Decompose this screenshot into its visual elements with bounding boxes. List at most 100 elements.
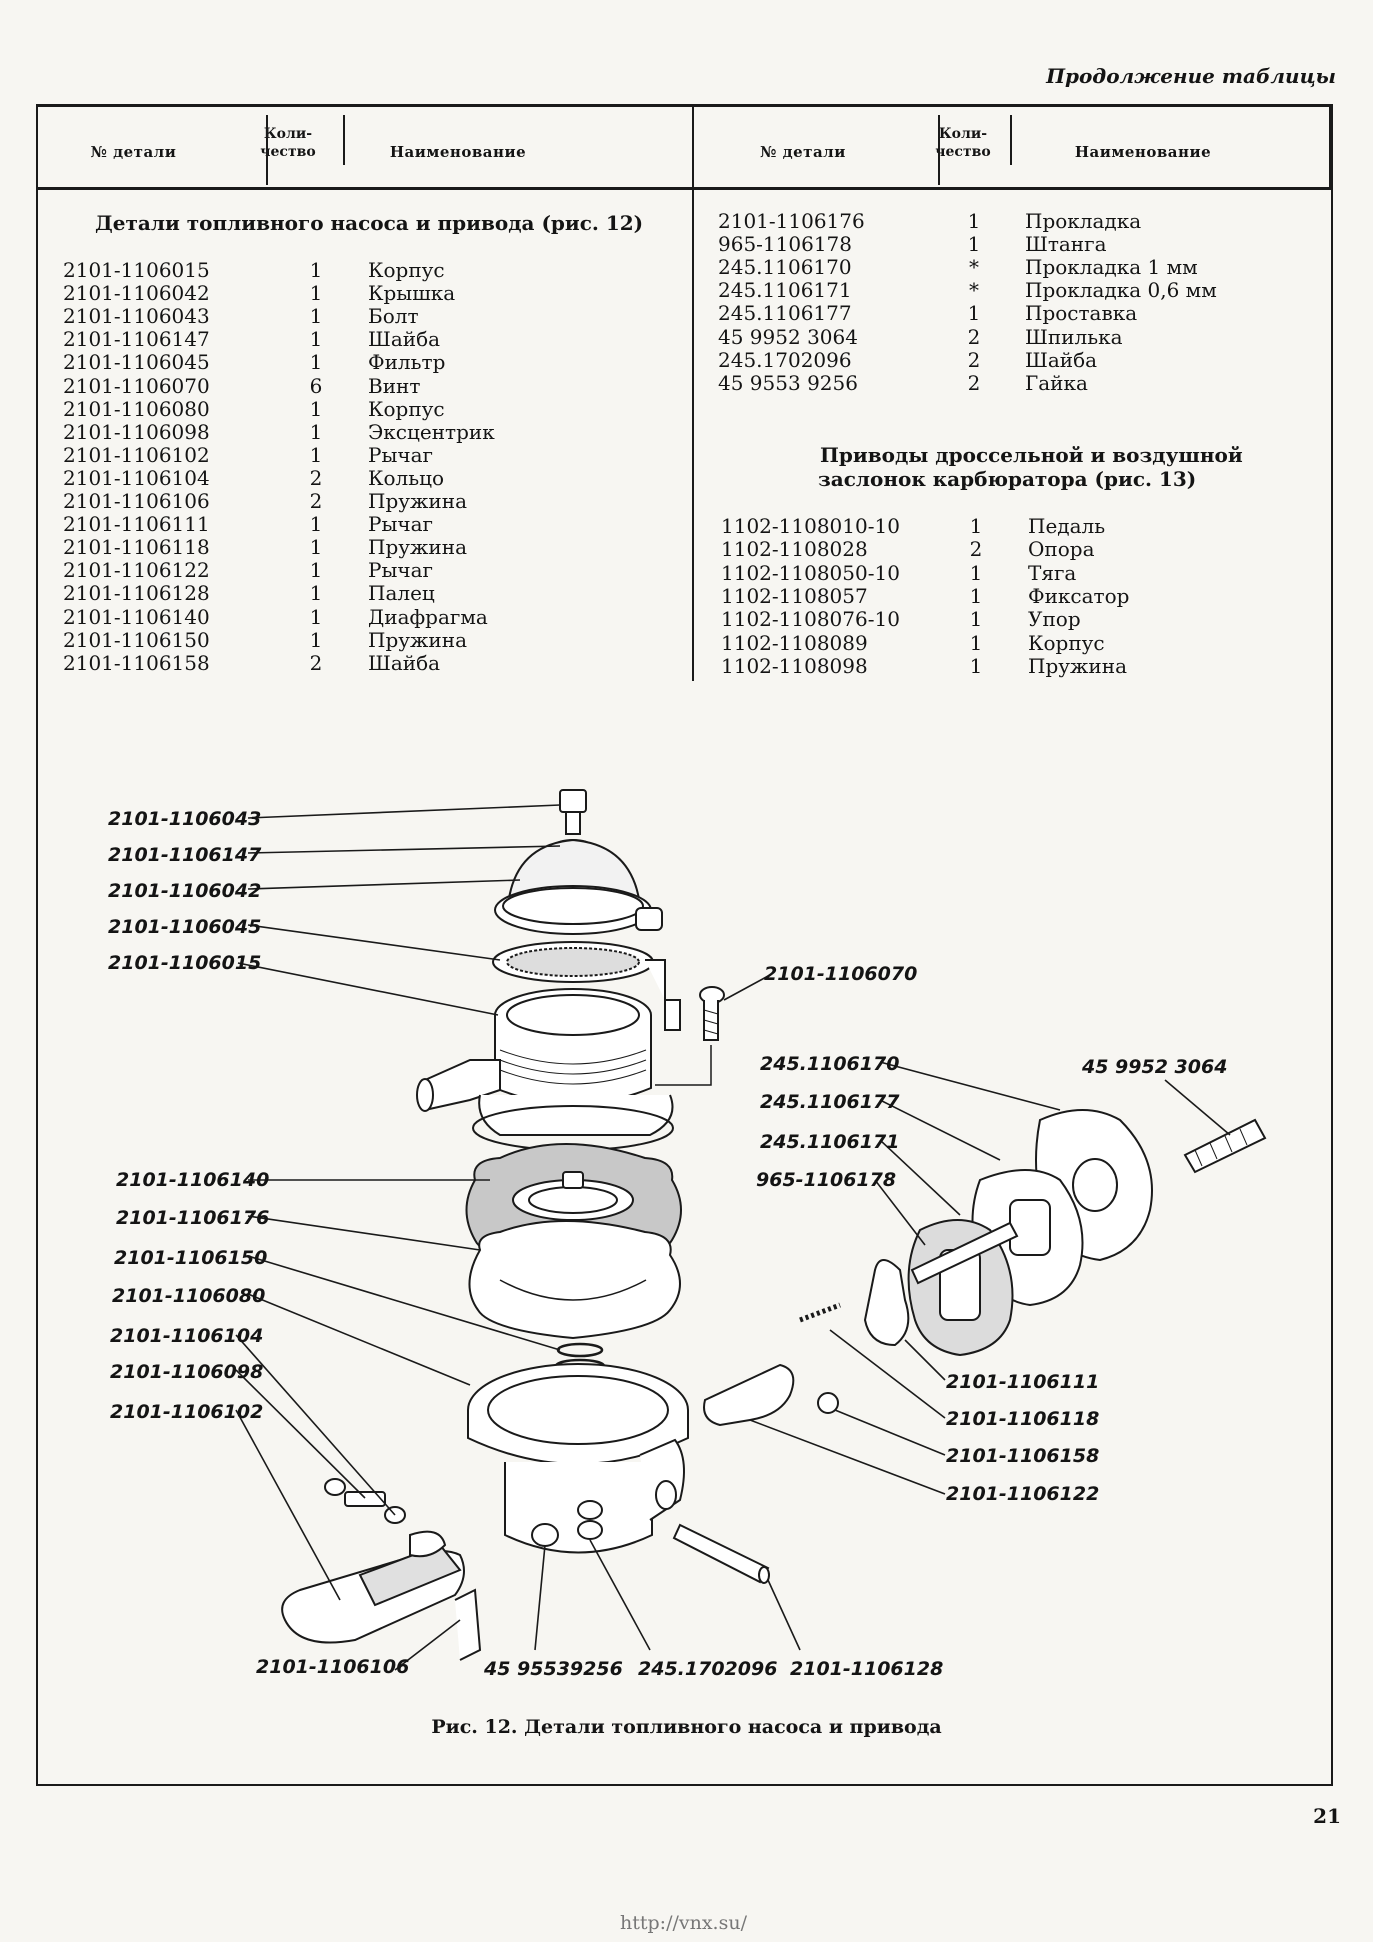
part-number-cell: 2101-1106158: [63, 650, 210, 675]
quantity-cell: 1: [969, 630, 983, 655]
part-name-cell: Упор: [1028, 607, 1081, 632]
quantity-cell: 1: [967, 301, 981, 326]
part-number-cell: 2101-1106111: [63, 512, 210, 537]
quantity-cell: 1: [309, 558, 323, 583]
callout-label: 2101-1106015: [108, 952, 261, 974]
callout-label: 2101-1106042: [108, 880, 261, 902]
part-number-cell: 1102-1108057: [721, 583, 868, 608]
gasket-part: [468, 1220, 681, 1340]
part-name-cell: Кольцо: [368, 465, 445, 490]
quantity-cell: 2: [967, 347, 981, 372]
part-name-cell: Крышка: [368, 281, 456, 306]
part-name-cell: Болт: [368, 304, 419, 329]
header-quantity-right-line1: Коли-: [938, 126, 988, 142]
quantity-cell: 6: [309, 373, 323, 398]
part-number-cell: 1102-1108028: [721, 537, 868, 562]
callout-label: 2101-1106147: [108, 844, 262, 866]
callout-label: 2101-1106106: [256, 1656, 409, 1678]
part-name-cell: Корпус: [368, 396, 445, 421]
part-number-cell: 2101-1106042: [63, 281, 210, 306]
callout-label: 45 95539256: [483, 1658, 623, 1680]
right-section-title-line2: заслонок карбюратора (рис. 13): [818, 467, 1197, 491]
callout-label: 2101-1106158: [946, 1445, 1099, 1467]
callout-label: 245.1106177: [760, 1091, 900, 1113]
part-number-cell: 2101-1106122: [63, 558, 210, 583]
header-quantity-line2: чество: [260, 144, 316, 160]
part-name-cell: Шпилька: [1025, 324, 1123, 349]
header-divider: [1010, 115, 1012, 165]
quantity-cell: 1: [967, 209, 981, 233]
header-right-edge: [1329, 107, 1331, 187]
page-number: 21: [1313, 1804, 1341, 1828]
part-name-cell: Диафрагма: [368, 604, 488, 629]
part-name-cell: Пружина: [368, 489, 467, 513]
part-name-cell: Опора: [1028, 537, 1095, 562]
callout-label: 2101-1106045: [108, 916, 261, 938]
part-name-cell: Штанга: [1025, 232, 1107, 257]
header-part-number: № детали: [90, 143, 177, 161]
callout-label: 2101-1106140: [116, 1169, 269, 1191]
right-section-title-line1: Приводы дроссельной и воздушной: [820, 443, 1243, 467]
part-number-cell: 2101-1106104: [63, 465, 210, 490]
part-name-cell: Фильтр: [368, 350, 446, 375]
table-row: 2101-1106043 1 Болт: [0, 304, 1373, 328]
part-number-cell: 1102-1108076-10: [721, 607, 900, 632]
spacer-part: [907, 1109, 1153, 1357]
part-name-cell: Прокладка 0,6 мм: [1025, 278, 1217, 303]
part-number-cell: 2101-1106043: [63, 304, 210, 329]
part-name-cell: Корпус: [368, 258, 445, 282]
part-name-cell: Гайка: [1025, 370, 1088, 395]
part-number-cell: 2101-1106150: [63, 627, 210, 652]
table-row: 2101-1106080 1 Корпус: [0, 397, 1373, 421]
part-name-cell: Фиксатор: [1028, 583, 1130, 608]
callout-label: 2101-1106176: [116, 1207, 269, 1229]
part-name-cell: Пружина: [1028, 653, 1127, 678]
quantity-cell: 1: [969, 583, 983, 608]
part-number-cell: 965-1106178: [718, 232, 853, 257]
header-name-right: Наименование: [1074, 143, 1212, 161]
part-name-cell: Педаль: [1028, 514, 1106, 538]
part-number-cell: 1102-1108010-10: [721, 514, 900, 538]
part-number-cell: 245.1106177: [718, 301, 852, 326]
part-number-cell: 2101-1106176: [718, 209, 865, 233]
footer-url: http://vnx.su/: [620, 1912, 747, 1934]
part-name-cell: Палец: [368, 581, 435, 606]
quantity-cell: 1: [309, 396, 323, 421]
part-number-cell: 245.1106171: [718, 278, 852, 303]
callout-label: 2101-1106122: [946, 1483, 1099, 1505]
quantity-cell: 1: [969, 514, 983, 538]
quantity-cell: 2: [969, 537, 983, 562]
lever-122-part: [703, 1363, 839, 1427]
continuation-title: Продолжение таблицы: [1046, 64, 1336, 88]
callout-label: 2101-1106080: [112, 1285, 265, 1307]
rod-part: [910, 1221, 1019, 1285]
part-number-cell: 2101-1106045: [63, 350, 210, 375]
table-row: 1102-1108057 1 Фиксатор: [0, 584, 1373, 608]
header-quantity-line1: Коли-: [263, 126, 313, 142]
pin-part: [672, 1523, 770, 1584]
header-divider: [266, 115, 268, 185]
quantity-cell: 1: [309, 535, 323, 560]
part-number-cell: 2101-1106080: [63, 396, 210, 421]
table-row: 245.1106171*Прокладка 0,6 мм: [0, 278, 1373, 302]
callout-label: 2101-1106111: [946, 1371, 1099, 1393]
cover-part: [494, 838, 663, 935]
quantity-cell: 1: [969, 653, 983, 678]
callout-label: 2101-1106102: [110, 1401, 263, 1423]
leader-lines: [235, 804, 1231, 1671]
callout-label: 2101-1106150: [114, 1247, 267, 1269]
